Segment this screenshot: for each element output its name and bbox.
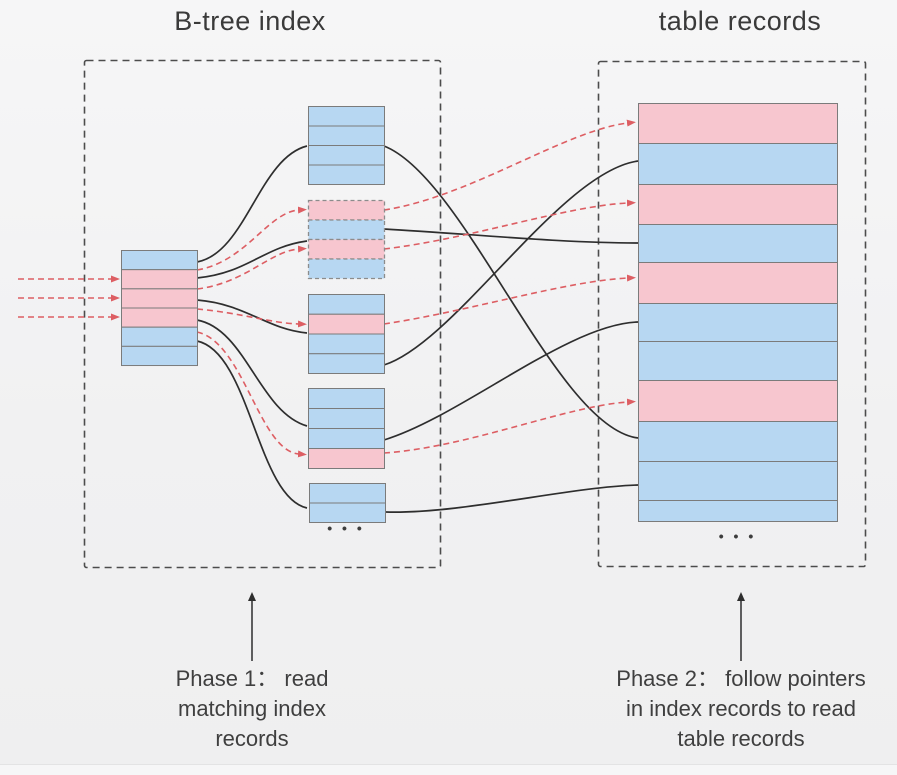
table-row-3 xyxy=(638,184,838,225)
phase2-line1: Phase 2： follow pointers xyxy=(616,666,866,691)
phase2-label: Phase 2： follow pointers in index record… xyxy=(566,664,897,754)
root-to-leaf-black-3 xyxy=(196,299,308,334)
root-node-row-2 xyxy=(121,269,198,290)
root-node-row-6 xyxy=(121,345,198,367)
table-row-9 xyxy=(638,421,838,462)
leaf-to-table-black-4 xyxy=(383,321,639,441)
table-row-7 xyxy=(638,341,838,381)
root-node-row-1 xyxy=(121,250,198,271)
leaf-node-5 xyxy=(309,483,386,523)
leaf-node-2 xyxy=(307,199,386,280)
leaf-node-1-row-1 xyxy=(308,106,385,127)
table-row-8 xyxy=(638,380,838,422)
leaf-to-table-red-4 xyxy=(383,398,636,454)
leaf-to-table-red-2 xyxy=(383,199,636,250)
leaf-node-2-row-2 xyxy=(307,219,386,241)
leaf-node-4-row-3 xyxy=(308,428,385,449)
table-row-2 xyxy=(638,143,838,185)
leaf-node-4 xyxy=(308,388,385,469)
root-to-leaf-black-2 xyxy=(196,240,308,279)
root-node xyxy=(121,250,198,367)
root-to-leaf-black-5 xyxy=(196,340,308,509)
phase2-line3: table records xyxy=(677,726,805,751)
dashed-boxes-layer xyxy=(83,59,867,569)
phase1-line1: Phase 1： read xyxy=(175,666,329,691)
leaf-node-2-row-4 xyxy=(307,258,386,280)
leaf-to-table-black-2 xyxy=(383,228,639,244)
edges-layer xyxy=(18,119,745,661)
table-more-rows-ellipsis: • • • xyxy=(718,528,757,544)
nodes-layer xyxy=(121,103,838,523)
root-to-leaf-red-4 xyxy=(196,331,307,458)
leaf-to-table-red-1 xyxy=(383,119,636,211)
table-row-5 xyxy=(638,262,838,304)
root-node-row-3 xyxy=(121,288,198,309)
btree-index-title: B-tree index xyxy=(174,6,326,36)
root-to-leaf-black-1 xyxy=(196,145,308,263)
phase1-label: Phase 1： read matching index records xyxy=(102,664,402,754)
leaf-node-1 xyxy=(308,106,385,185)
leaf-to-table-black-3 xyxy=(383,160,639,366)
leaf-to-table-red-3 xyxy=(383,274,636,325)
phase2-line2: in index records to read xyxy=(626,696,856,721)
root-node-row-5 xyxy=(121,326,198,347)
btree-box xyxy=(83,59,442,569)
leaf-node-2-row-3 xyxy=(307,238,386,260)
table-row-11 xyxy=(638,500,838,522)
table-row-10 xyxy=(638,461,838,501)
phase1-line3: records xyxy=(215,726,289,751)
table-records-title: table records xyxy=(658,6,822,36)
root-to-leaf-black-4 xyxy=(196,319,308,427)
leaf-node-4-row-2 xyxy=(308,408,385,429)
table-records xyxy=(638,103,838,522)
leaf-node-4-row-4 xyxy=(308,448,385,469)
root-node-row-4 xyxy=(121,307,198,328)
leaf-to-table-black-5 xyxy=(385,484,639,513)
table-box xyxy=(597,60,867,568)
leaf-node-1-row-3 xyxy=(308,145,385,166)
table-row-6 xyxy=(638,303,838,342)
leaf-node-1-row-2 xyxy=(308,125,385,146)
btree-more-nodes-ellipsis: • • • xyxy=(327,520,365,536)
table-row-4 xyxy=(638,224,838,263)
leaf-node-5-row-2 xyxy=(309,502,386,523)
leaf-node-2-row-1 xyxy=(307,199,386,221)
phase1-line2: matching index xyxy=(178,696,326,721)
leaf-node-3 xyxy=(308,294,385,374)
root-to-leaf-red-3 xyxy=(196,308,307,328)
leaf-node-3-row-3 xyxy=(308,333,385,355)
leaf-to-table-black-1 xyxy=(383,145,639,439)
leaf-node-5-row-1 xyxy=(309,483,386,504)
table-row-1 xyxy=(638,103,838,144)
leaf-node-3-row-1 xyxy=(308,294,385,315)
leaf-node-1-row-4 xyxy=(308,164,385,185)
leaf-node-4-row-1 xyxy=(308,388,385,409)
leaf-node-3-row-4 xyxy=(308,353,385,374)
leaf-node-3-row-2 xyxy=(308,313,385,335)
window-bottom-strip xyxy=(0,764,897,775)
root-to-leaf-red-1 xyxy=(196,206,307,271)
root-to-leaf-red-2 xyxy=(196,245,307,290)
